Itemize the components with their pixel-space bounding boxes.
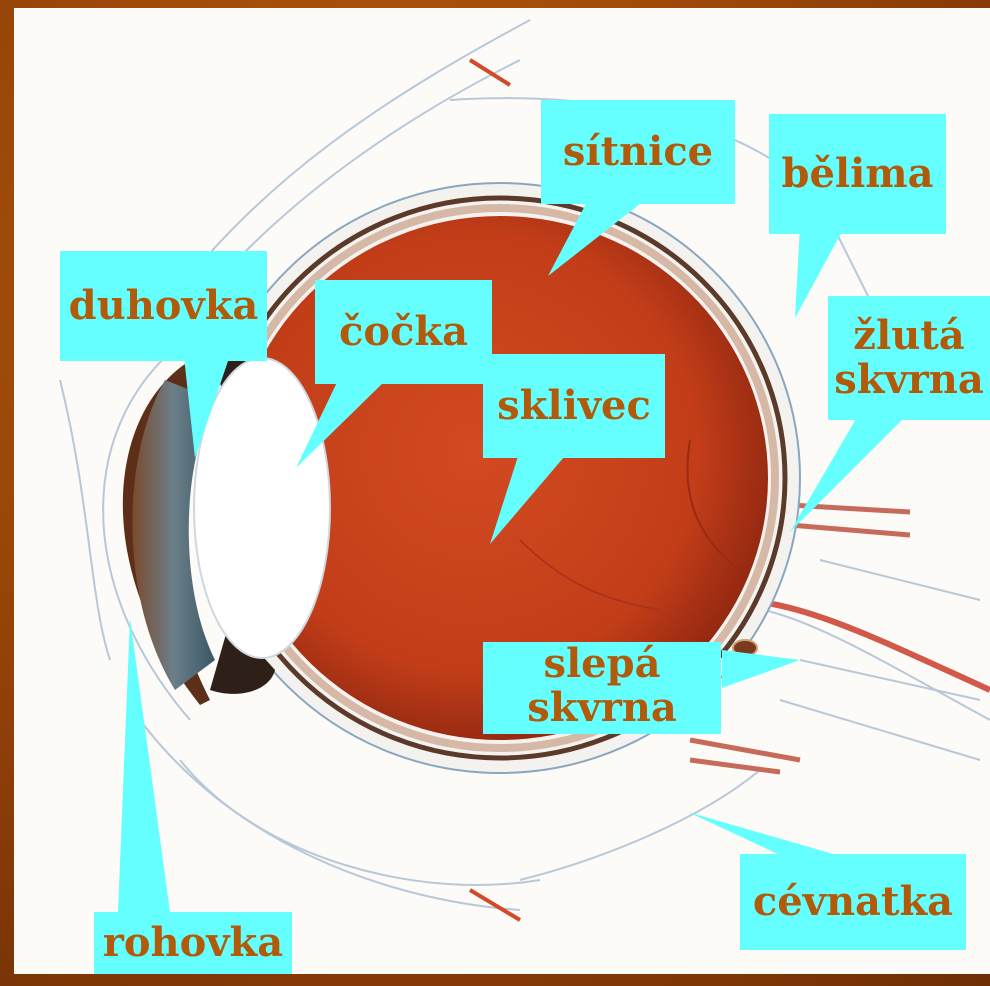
label-belima: bělima	[769, 114, 946, 234]
pointer-cevnatka	[688, 812, 840, 856]
label-slepa-line2: skvrna	[527, 686, 677, 730]
eye-diagram: sítnice bělima duhovka čočka žlutá skvrn…	[14, 8, 990, 974]
label-cocka: čočka	[315, 280, 492, 384]
label-slepa-skvrna: slepá skvrna	[483, 642, 721, 734]
label-duhovka: duhovka	[60, 251, 267, 361]
label-sitnice: sítnice	[541, 100, 735, 204]
label-cevnatka: cévnatka	[740, 854, 966, 950]
label-zluta-line2: skvrna	[834, 358, 984, 402]
label-sklivec: sklivec	[483, 354, 665, 458]
pointer-zluta	[790, 412, 910, 532]
pointer-sklivec	[490, 450, 570, 544]
pointer-cocka	[296, 376, 390, 468]
pointer-rohovka	[118, 618, 170, 912]
label-rohovka: rohovka	[94, 912, 292, 974]
label-slepa-line1: slepá	[543, 642, 660, 686]
label-zluta-line1: žlutá	[853, 314, 964, 358]
pointer-slepa	[722, 650, 800, 688]
pointer-sitnice	[548, 196, 650, 276]
label-zluta-skvrna: žlutá skvrna	[828, 296, 990, 420]
